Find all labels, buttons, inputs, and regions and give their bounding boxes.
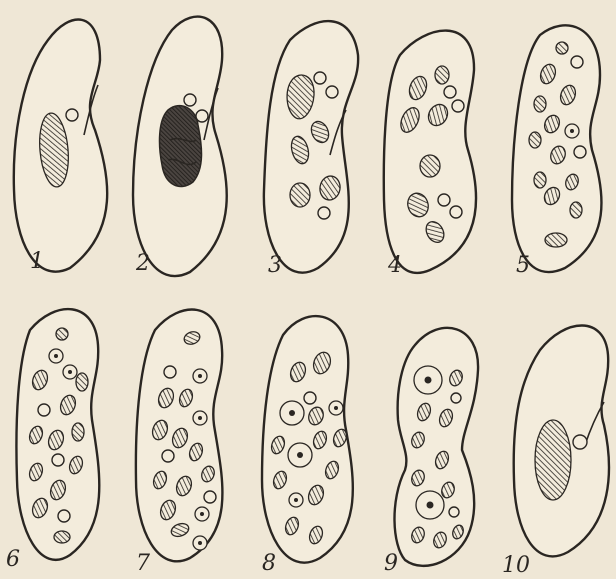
micronucleus [304,392,316,404]
micronucleus [314,72,326,84]
panel-number: 1 [30,249,44,274]
micronucleus [452,100,464,112]
micronucleus [451,393,461,403]
micronucleus [573,435,587,449]
micronucleus [58,510,70,522]
cell-3: 3 [264,21,358,278]
panel-number: 9 [384,551,398,576]
panel-number: 7 [136,551,150,576]
micronucleus-center [54,354,58,358]
cell-5: 5 [512,25,602,278]
cell-9: 9 [384,328,478,576]
micronucleus-center [198,416,202,420]
macronucleus-fragment [529,132,541,148]
cell-7: 7 [136,310,223,576]
macronucleus-fragment [56,328,68,340]
micronucleus-center [198,541,202,545]
panel-number: 10 [502,553,530,578]
macronucleus-fragment [534,96,546,112]
macronucleus [535,420,571,500]
micronucleus [162,450,174,462]
micronucleus [438,194,450,206]
micronucleus-center [570,129,574,133]
micronucleus-center [297,452,303,458]
cell-2: 2 [133,17,227,276]
panel-number: 6 [6,547,20,572]
macronucleus-fragment [72,423,84,441]
micronucleus [326,86,338,98]
micronucleus [196,110,208,122]
cell-10: 10 [502,325,609,578]
micronucleus [38,404,50,416]
micronucleus-center [334,406,338,410]
panel-number: 3 [268,253,282,278]
macronucleus-fragment [54,531,70,543]
micronucleus [184,94,196,106]
micronucleus [450,206,462,218]
micronucleus-center [425,377,432,384]
macronucleus-fragment [534,172,546,188]
micronucleus [449,507,459,517]
micronucleus-center [294,498,298,502]
micronucleus [318,207,330,219]
micronucleus-center [427,502,434,509]
macronucleus-fragment [545,233,567,247]
micronucleus [571,56,583,68]
panel-number: 4 [387,253,402,278]
micronucleus [66,109,78,121]
micronucleus-center [198,374,202,378]
panel-number: 2 [135,251,150,276]
macronucleus-fragment [435,66,449,84]
cell-outline [394,328,478,566]
macronucleus-fragment [420,155,440,177]
micronucleus [574,146,586,158]
micronucleus-center [200,512,204,516]
micronucleus-center [289,410,295,416]
panel-number: 5 [516,253,530,278]
panel-number: 8 [262,551,276,576]
micronucleus [52,454,64,466]
cell-outline [264,21,358,273]
micronucleus [164,366,176,378]
micronucleus-center [68,370,72,374]
cell-1: 1 [14,20,107,274]
macronucleus-fragment [556,42,568,54]
cell-6: 6 [6,309,99,572]
macronucleus-fragment [570,202,582,218]
macronucleus-fragment [290,183,310,207]
macronucleus [160,106,202,187]
macronucleus-fragment [76,373,88,391]
cell-8: 8 [262,316,353,576]
micronucleus [204,491,216,503]
micronucleus [444,86,456,98]
cell-4: 4 [384,31,476,278]
